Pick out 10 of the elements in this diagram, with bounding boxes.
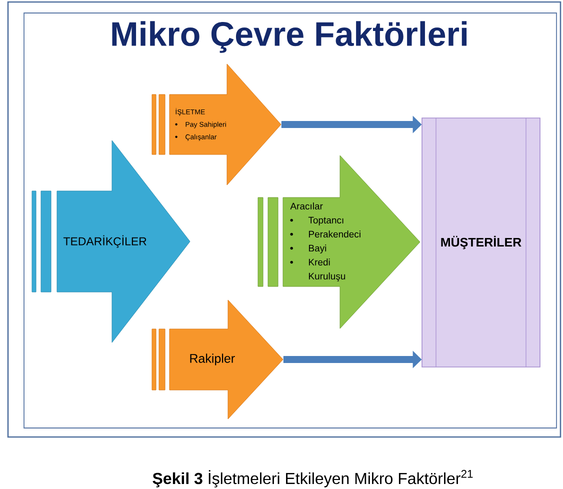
process-box: MÜŞTERİLER — [422, 118, 540, 368]
caption: Şekil 3 İşletmeleri Etkileyen Mikro Faktörler$^{21}$ — [152, 470, 473, 488]
list-item: Perakendeci — [308, 230, 360, 238]
title: Mikro Çevre Faktörleri — [112, 21, 467, 53]
list-item: Toptancı — [308, 216, 344, 226]
list-item: Kredi Kuruluşu — [308, 258, 346, 282]
block-arrow — [152, 64, 282, 186]
list-item: Bayi — [308, 244, 326, 254]
block-arrow — [258, 155, 420, 329]
list-heading: Aracılar — [290, 202, 323, 210]
